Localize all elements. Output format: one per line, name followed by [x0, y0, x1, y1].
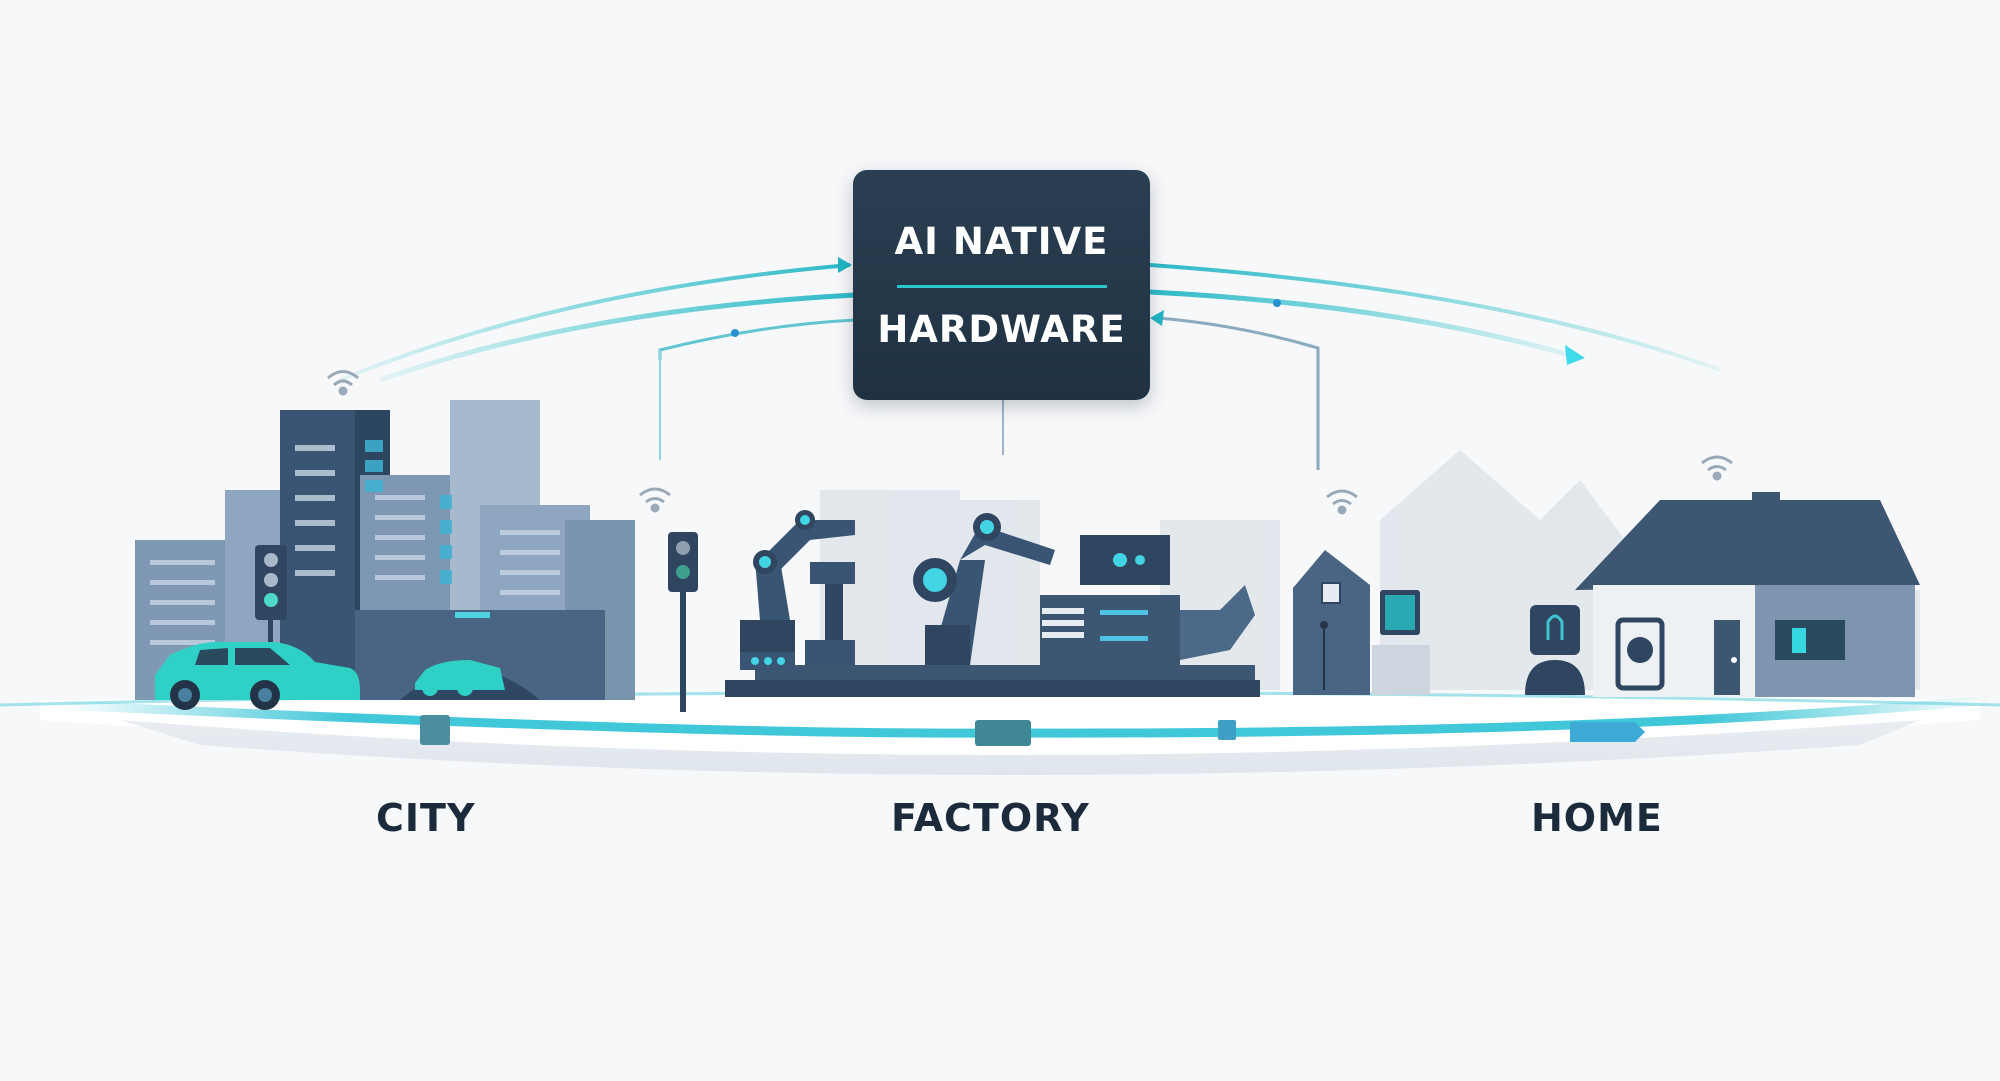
factory-scene [725, 510, 1260, 697]
car-icon [415, 660, 505, 696]
hub-title-line1: AI NATIVE [894, 219, 1109, 263]
wifi-icon [1701, 455, 1733, 481]
data-track [59, 695, 1991, 746]
wifi-icon [639, 487, 671, 513]
zone-label-city: CITY [376, 796, 476, 840]
track-node [420, 715, 450, 745]
control-terminal-icon [1040, 535, 1255, 665]
track-node [975, 720, 1031, 746]
home-scene [1293, 455, 1920, 697]
arrow-outbound-icon [1565, 345, 1585, 365]
car-icon [155, 641, 360, 710]
zone-label-home: HOME [1531, 796, 1663, 840]
track-node [1570, 722, 1645, 742]
wifi-icon [327, 370, 359, 396]
house-icon [1575, 455, 1920, 697]
ai-native-hardware-hub: AI NATIVE HARDWARE [853, 170, 1150, 400]
wifi-icon [1326, 489, 1358, 515]
arrow-into-hub-icon [838, 257, 852, 273]
track-node [1218, 720, 1236, 740]
smart-speaker-icon [1525, 605, 1585, 695]
robot-arm-icon [913, 513, 1055, 665]
zone-label-factory: FACTORY [891, 796, 1090, 840]
connection-arcs [339, 257, 1721, 470]
arrow-into-hub-icon [1150, 310, 1164, 326]
smart-booth-icon [1293, 489, 1430, 695]
hub-title-line2: HARDWARE [877, 307, 1126, 351]
traffic-light-icon [639, 487, 698, 712]
hub-divider [896, 284, 1107, 288]
robot-arm-icon [740, 510, 855, 670]
